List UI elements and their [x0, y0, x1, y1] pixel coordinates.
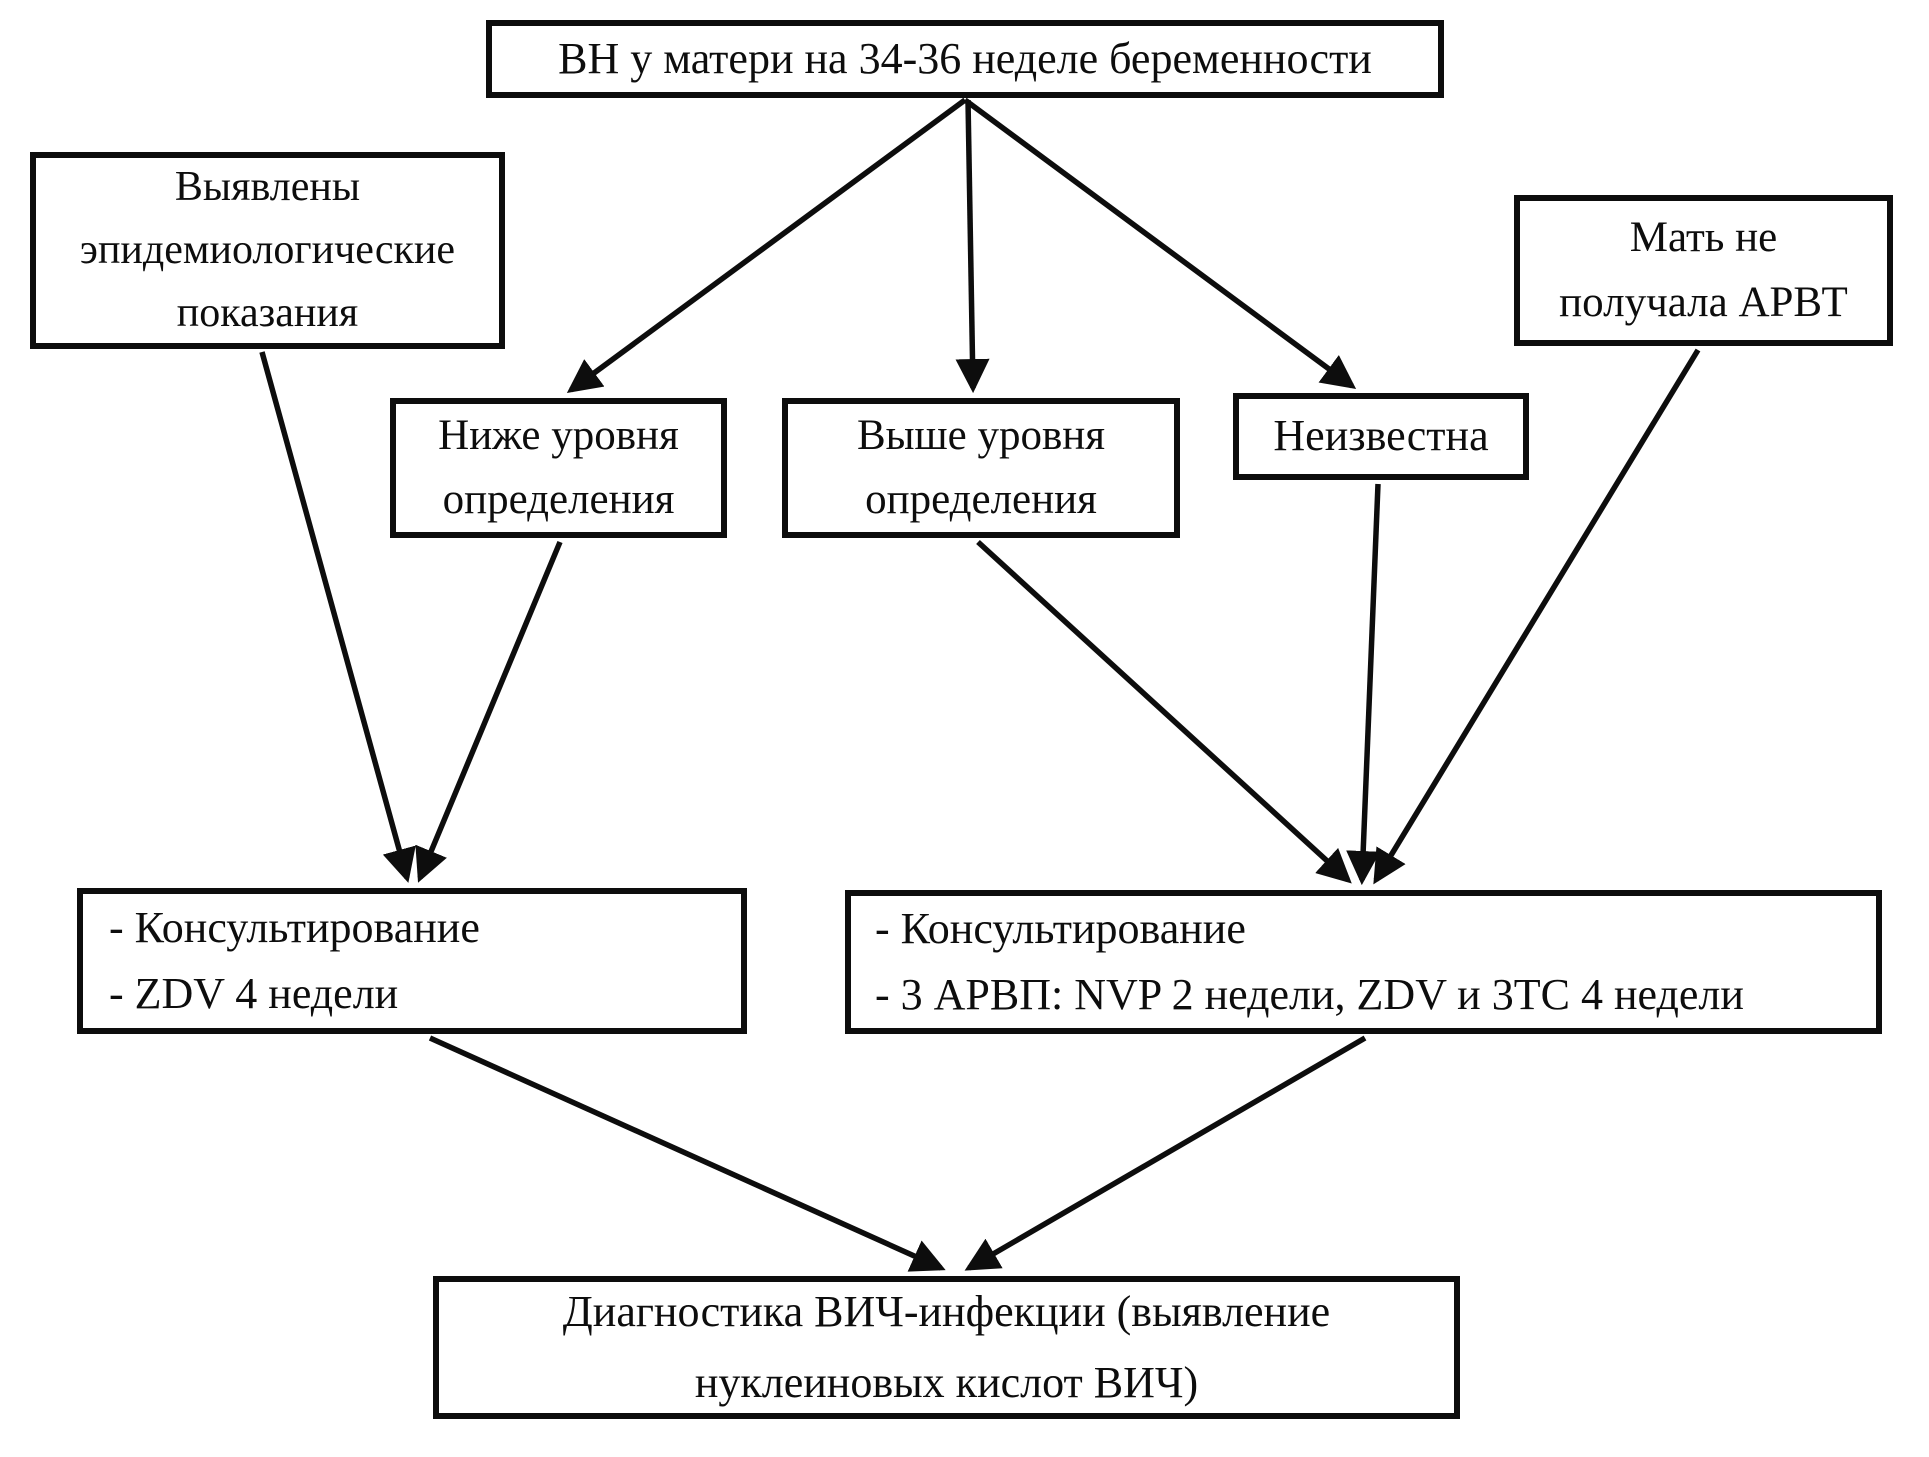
node-hiv-diagnosis: Диагностика ВИЧ-инфекции (выявление нукл…: [433, 1276, 1460, 1419]
node-result-counseling-zdv: - Консультирование - ZDV 4 недели: [77, 888, 747, 1034]
node-maternal-viral-load-label: ВН у матери на 34-36 неделе беременности: [558, 33, 1372, 83]
node-mother-no-arvt-label: Мать не получала АРВТ: [1559, 214, 1848, 326]
node-unknown-label: Неизвестна: [1273, 411, 1489, 461]
arrow-result-left-to-diagnosis: [428, 1035, 946, 1272]
node-result-counseling-3arvp-label: - Консультирование - 3 АРВП: NVP 2 недел…: [875, 904, 1744, 1019]
arrow-above-detection-to-result-right: [976, 539, 1352, 884]
arrow-maternal-to-below-detection: [566, 97, 967, 394]
node-mother-no-arvt: Мать не получала АРВТ: [1514, 195, 1893, 346]
arrow-maternal-to-unknown: [963, 97, 1357, 390]
node-result-counseling-3arvp: - Консультирование - 3 АРВП: NVP 2 недел…: [845, 890, 1882, 1034]
arrow-result-right-to-diagnosis: [964, 1035, 1367, 1271]
node-above-detection-level: Выше уровня определения: [782, 398, 1180, 538]
node-epidemiological-indications: Выявлены эпидемиологические показания: [30, 152, 505, 349]
arrow-maternal-to-above-detection: [955, 99, 990, 394]
node-unknown: Неизвестна: [1233, 393, 1529, 480]
arrow-below-detection-to-result-left: [415, 540, 563, 883]
node-above-detection-level-label: Выше уровня определения: [856, 411, 1106, 524]
node-below-detection-level: Ниже уровня определения: [390, 398, 727, 538]
arrow-unknown-to-result-right: [1346, 483, 1381, 886]
node-epidemiological-indications-label: Выявлены эпидемиологические показания: [79, 164, 456, 336]
node-below-detection-level-label: Ниже уровня определения: [438, 411, 679, 524]
node-hiv-diagnosis-label: Диагностика ВИЧ-инфекции (выявление нукл…: [562, 1287, 1331, 1407]
node-maternal-viral-load: ВН у матери на 34-36 неделе беременности: [486, 20, 1444, 98]
arrow-epi-to-result-left: [259, 351, 416, 883]
node-result-counseling-zdv-label: - Консультирование - ZDV 4 недели: [109, 903, 480, 1018]
